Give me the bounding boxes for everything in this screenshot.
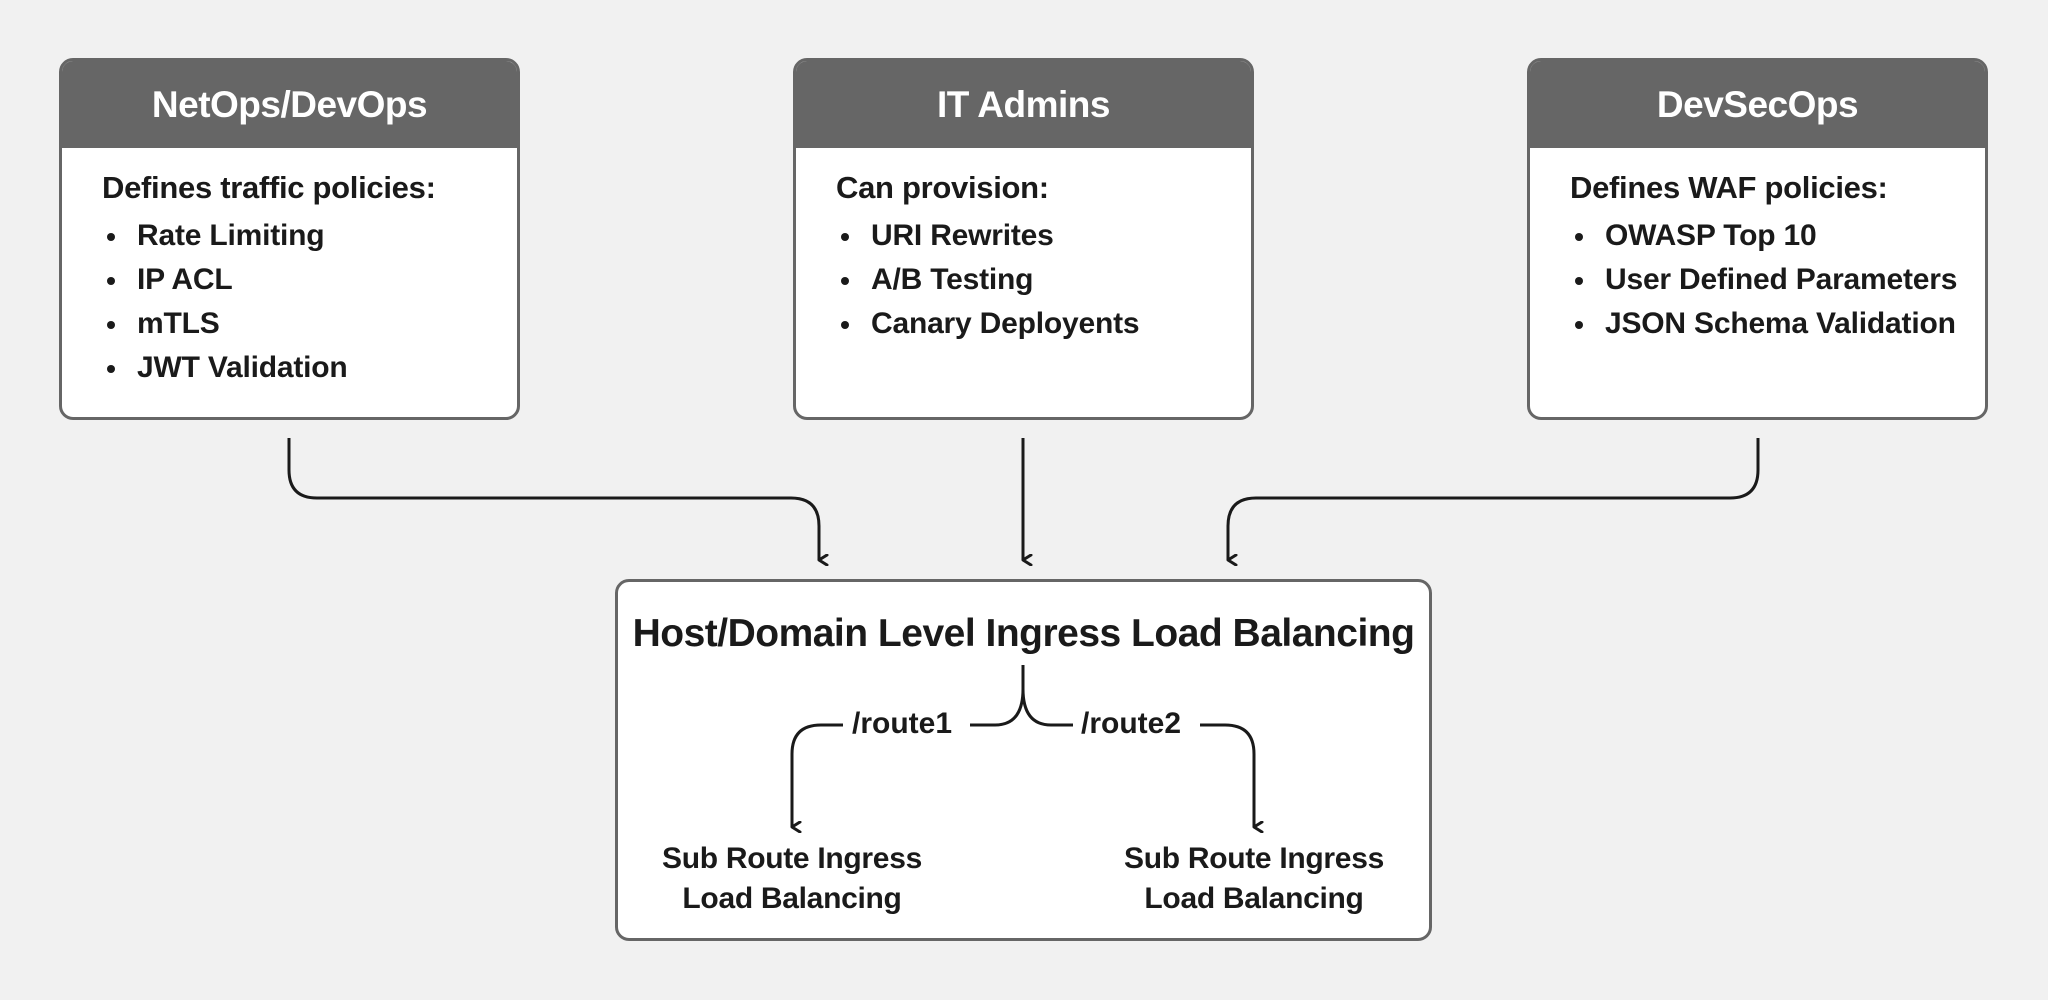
netops-devops-body: Defines traffic policies: Rate Limiting … xyxy=(62,148,517,390)
list-item: A/B Testing xyxy=(836,258,1251,302)
devsecops-title: DevSecOps xyxy=(1530,61,1985,148)
route1-arrow xyxy=(790,723,843,827)
arrow-devsecops-to-lb xyxy=(1226,438,1760,560)
netops-devops-title: NetOps/DevOps xyxy=(62,61,517,148)
netops-devops-card: NetOps/DevOps Defines traffic policies: … xyxy=(59,58,520,420)
list-item: mTLS xyxy=(102,302,517,346)
ingress-load-balancing-box: Host/Domain Level Ingress Load Balancing… xyxy=(615,579,1432,941)
route-split-arrows xyxy=(790,665,1432,941)
list-item: URI Rewrites xyxy=(836,214,1251,258)
route2-arrow xyxy=(1200,723,1254,827)
list-item: OWASP Top 10 xyxy=(1570,214,1985,258)
netops-devops-list: Rate Limiting IP ACL mTLS JWT Validation xyxy=(102,214,517,390)
list-item: JWT Validation xyxy=(102,346,517,390)
netops-devops-subtitle: Defines traffic policies: xyxy=(102,170,436,205)
it-admins-title: IT Admins xyxy=(796,61,1251,148)
sub-route-right-line2: Load Balancing xyxy=(1144,882,1364,915)
route1-label: /route1 xyxy=(848,707,957,741)
it-admins-body: Can provision: URI Rewrites A/B Testing … xyxy=(796,148,1251,346)
it-admins-card: IT Admins Can provision: URI Rewrites A/… xyxy=(793,58,1254,420)
list-item: Rate Limiting xyxy=(102,214,517,258)
route2-label: /route2 xyxy=(1077,707,1186,741)
sub-route-right-line1: Sub Route Ingress xyxy=(1124,842,1384,875)
sub-route-left: Sub Route Ingress Load Balancing xyxy=(642,839,942,919)
devsecops-card: DevSecOps Defines WAF policies: OWASP To… xyxy=(1527,58,1988,420)
devsecops-body: Defines WAF policies: OWASP Top 10 User … xyxy=(1530,148,1985,346)
sub-route-right: Sub Route Ingress Load Balancing xyxy=(1104,839,1404,919)
route-trunk-right xyxy=(1021,688,1073,727)
it-admins-list: URI Rewrites A/B Testing Canary Deployen… xyxy=(836,214,1251,346)
list-item: JSON Schema Validation xyxy=(1570,302,1985,346)
devsecops-list: OWASP Top 10 User Defined Parameters JSO… xyxy=(1570,214,1985,346)
sub-route-left-line2: Load Balancing xyxy=(682,882,902,915)
sub-route-left-line1: Sub Route Ingress xyxy=(662,842,922,875)
devsecops-subtitle: Defines WAF policies: xyxy=(1570,170,1888,205)
route-trunk xyxy=(970,665,1025,727)
it-admins-subtitle: Can provision: xyxy=(836,170,1049,205)
list-item: IP ACL xyxy=(102,258,517,302)
list-item: User Defined Parameters xyxy=(1570,258,1985,302)
ingress-load-balancing-title: Host/Domain Level Ingress Load Balancing xyxy=(632,612,1415,655)
arrow-netops-to-lb xyxy=(287,438,819,560)
list-item: Canary Deployents xyxy=(836,302,1251,346)
